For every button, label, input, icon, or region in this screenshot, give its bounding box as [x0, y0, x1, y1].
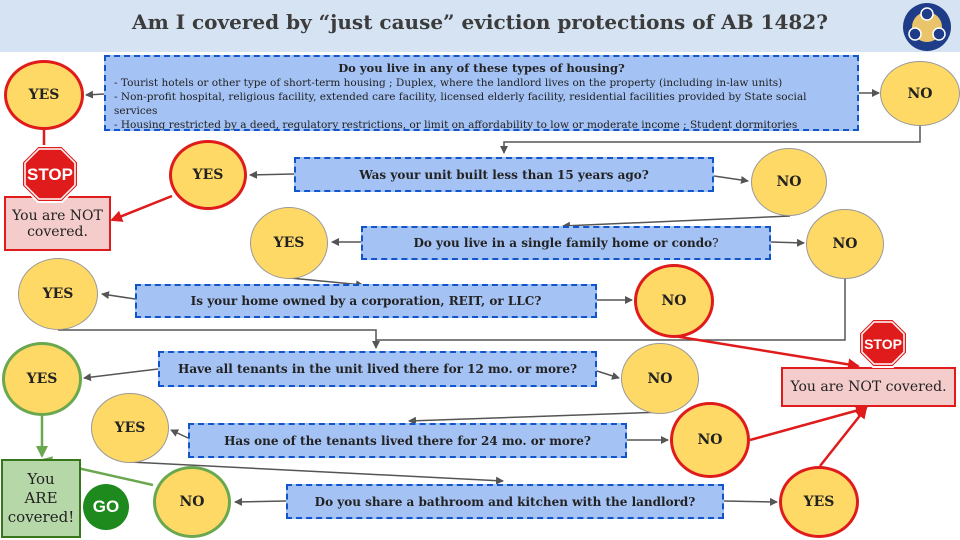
answer-no-tenancy-12mo: NO [621, 343, 699, 414]
result-covered-line: ARE [24, 489, 58, 507]
answer-no-corporate: NO [634, 264, 714, 338]
answer-yes-tenancy-12mo: YES [2, 342, 82, 416]
result-not-covered-right: You are NOT covered. [781, 367, 956, 407]
stop-sign-icon: STOP [858, 318, 908, 368]
question-unit-age: Was your unit built less than 15 years a… [294, 157, 714, 192]
stop-sign-label: STOP [27, 165, 73, 184]
question-housing-heading: Do you live in any of these types of hou… [338, 61, 625, 75]
question-single-family: Do you live in a single family home or c… [361, 226, 771, 260]
answer-yes-housing: YES [4, 60, 84, 130]
housing-type-item: - Tourist hotels or other type of short-… [114, 77, 783, 89]
answer-no-housing: NO [880, 61, 960, 126]
question-mark: ? [712, 236, 719, 250]
answer-yes-corporate: YES [18, 258, 98, 330]
stop-sign-label: STOP [864, 336, 902, 352]
answer-no-tenancy-24mo: NO [670, 402, 750, 478]
question-tenancy-12mo: Have all tenants in the unit lived there… [158, 351, 597, 387]
result-not-covered-left: You are NOT covered. [4, 196, 111, 251]
question-single-family-text: Do you live in a single family home or c… [413, 236, 713, 250]
housing-type-item: - Non-profit hospital, religious facilit… [114, 91, 807, 117]
result-covered-line: covered! [7, 508, 75, 526]
page-title: Am I covered by “just cause” eviction pr… [132, 10, 828, 34]
header-band [0, 0, 960, 52]
housing-type-item: - Housing restricted by a deed, regulato… [114, 119, 798, 131]
question-shared-facilities: Do you share a bathroom and kitchen with… [286, 484, 724, 519]
answer-yes-single-family: YES [250, 207, 328, 279]
go-sign-icon: GO [83, 484, 129, 530]
answer-no-unit-age: NO [751, 148, 827, 216]
question-corporate-owner: Is your home owned by a corporation, REI… [135, 284, 597, 318]
answer-yes-tenancy-24mo: YES [91, 393, 169, 463]
question-housing-types: Do you live in any of these types of hou… [104, 55, 859, 131]
answer-yes-unit-age: YES [169, 140, 247, 210]
logo-icon [903, 3, 951, 51]
result-covered: You ARE covered! [1, 459, 81, 538]
answer-no-single-family: NO [806, 209, 884, 279]
stop-sign-icon: STOP [21, 145, 79, 203]
answer-yes-shared-facilities: YES [779, 466, 859, 538]
question-tenancy-24mo: Has one of the tenants lived there for 2… [188, 423, 627, 458]
answer-no-shared-facilities: NO [153, 466, 231, 538]
result-covered-line: You [27, 470, 55, 488]
